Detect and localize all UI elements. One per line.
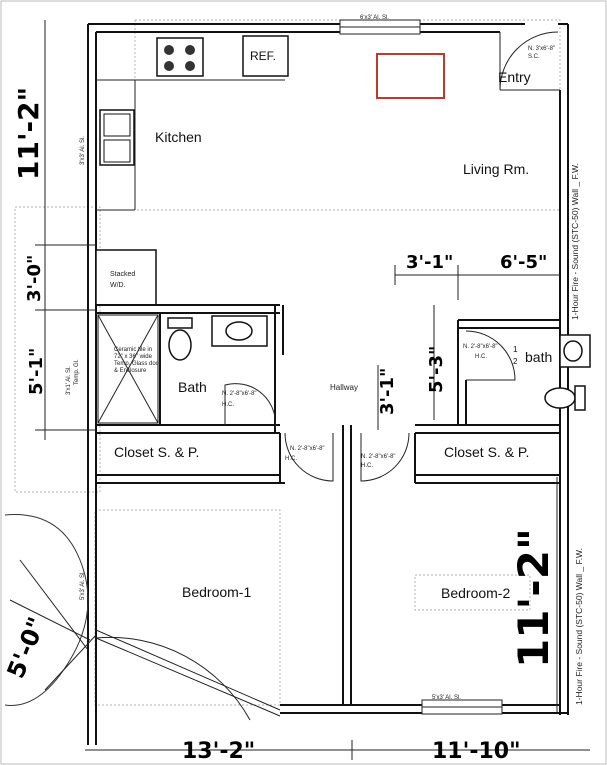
entry-door <box>499 31 560 91</box>
stove <box>156 37 204 77</box>
bedroom1-door <box>284 432 334 482</box>
entry-label: Entry <box>498 69 531 85</box>
half-bath-den: 2 <box>513 357 518 366</box>
half-bath-door <box>465 330 516 381</box>
window-bath-note-1: 3'x1' Al. Sl. <box>66 366 72 395</box>
dim-left-3-0: 3'-0" <box>24 255 45 302</box>
interior-walls <box>96 304 560 705</box>
shower-note-3: Temp. Glass door <box>114 361 161 367</box>
dim-left-5-0: 5'-0" <box>2 613 52 682</box>
dim-left-upper: 11'-2" <box>12 87 45 180</box>
bed2-door-note-2: H.C. <box>361 463 373 469</box>
bed2-door-note-1: N. 2'-8"x6'-8" <box>361 454 396 460</box>
kitchen-sink <box>99 109 135 166</box>
lavatory-half <box>559 334 591 368</box>
stacked-wd-label-1: Stacked <box>110 271 135 278</box>
entry-door-note-2: S.C. <box>528 54 540 60</box>
bedroom2-label: Bedroom-2 <box>441 585 510 601</box>
lavatory-main <box>211 315 268 347</box>
window-bed1-note: 5'x3' Al. Sl. <box>80 571 86 600</box>
dim-mid-3-1a: 3'-1" <box>406 252 453 273</box>
closet-left-label: Closet S. & P. <box>114 444 199 460</box>
half-bath-num: 1 <box>513 345 518 354</box>
entry-door-note-1: N. 3'x6'-8" <box>528 46 555 52</box>
bath-label: Bath <box>178 379 207 395</box>
half-bath-door-note-1: N. 2'-8"x6'-8" <box>463 344 498 350</box>
bath-door <box>224 383 276 431</box>
dim-bottom-13-2: 13'-2" <box>182 739 255 764</box>
kitchen-counter <box>96 79 285 211</box>
half-bath-label: bath <box>525 349 552 365</box>
hallway-label: Hallway <box>330 383 358 392</box>
highlight-box <box>376 53 445 99</box>
shower-note-2: 72" x 36" wide <box>114 354 153 360</box>
dimension-lines <box>35 20 590 760</box>
toilet-half <box>544 385 586 411</box>
stacked-wd-label-2: W/D. <box>110 282 126 289</box>
bed1-door-note-1: N. 2'-8"x6'-8" <box>290 446 325 452</box>
dim-left-5-1: 5'-1" <box>26 348 47 395</box>
shower: Ceramic tile in 72" x 36" wide Temp. Gla… <box>97 314 161 424</box>
bedroom2-door <box>360 432 410 482</box>
dim-mid-3-1b: 3'-1" <box>377 368 398 415</box>
refrigerator: REF. <box>242 35 289 77</box>
shower-note-4: & Enclosure <box>114 368 147 374</box>
closet-right-label: Closet S. & P. <box>444 444 529 460</box>
window-kitchen-note: 3'x3' Al. Sl. <box>80 136 86 165</box>
dim-mid-6-5: 6'-5" <box>500 252 547 273</box>
shower-note-1: Ceramic tile in <box>114 347 152 353</box>
bath-door-note-1: N. 2'-8"x6'-8" <box>222 391 257 397</box>
half-bath-door-note-2: H.C. <box>475 354 487 360</box>
window-top <box>339 19 421 35</box>
dim-bottom-11-10: 11'-10" <box>432 739 521 764</box>
ref-label: REF. <box>250 49 276 63</box>
fire-wall-note-upper: 1-Hour Fire - Sound (STC-50) Wall _ F.W. <box>570 163 580 320</box>
stacked-wd-closet <box>95 249 157 306</box>
window-bath-note-2: Temp. Gl. <box>74 359 80 385</box>
window-bed2 <box>421 699 503 715</box>
bedroom1-label: Bedroom-1 <box>182 584 251 600</box>
fire-wall-note-lower: 1-Hour Fire - Sound (STC-50) Wall _ F.W. <box>574 548 584 705</box>
bedroom1-angled-wall <box>95 629 281 721</box>
kitchen-label: Kitchen <box>155 129 202 145</box>
bed1-door-note-2: H.C. <box>285 456 297 462</box>
tree-symbol <box>4 514 97 706</box>
bath-door-note-2: H.C. <box>222 402 234 408</box>
living-room-label: Living Rm. <box>463 161 529 177</box>
dim-right-11-2: 11'-2" <box>509 528 558 668</box>
window-bed2-note: 5'x3' Al. Sl. <box>432 695 461 701</box>
dim-mid-5-3: 5'-3" <box>426 346 447 393</box>
toilet-main <box>167 317 193 361</box>
window-top-note: 6'x3' Al. Sl. <box>360 15 389 21</box>
